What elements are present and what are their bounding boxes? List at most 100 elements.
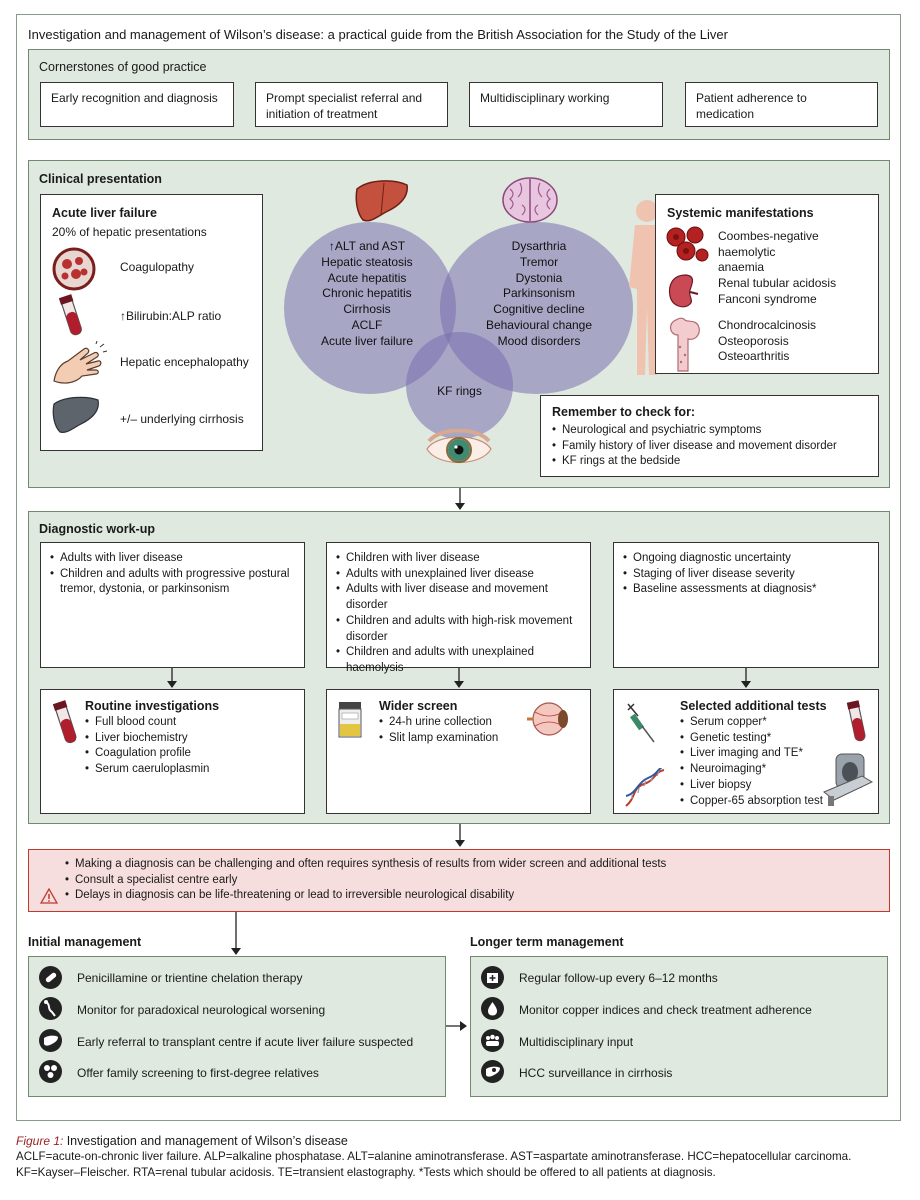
initial-item: Penicillamine or trientine chelation the…	[77, 971, 303, 985]
selected-item: Liver imaging and TE*	[680, 746, 830, 762]
warning-item: Delays in diagnosis can be life-threaten…	[65, 888, 875, 904]
longer-item: Monitor copper indices and check treatme…	[519, 1003, 812, 1017]
neuro-item: Tremor	[519, 254, 559, 269]
wider-heading: Wider screen	[379, 699, 458, 713]
pill-icon	[39, 966, 62, 989]
brain-icon	[502, 177, 558, 223]
nerve-icon	[39, 997, 62, 1020]
alf-heading: Acute liver failure	[52, 206, 157, 220]
liver-icon	[355, 180, 408, 222]
caption-line: KF=Kayser–Fleischer. RTA=renal tubular a…	[16, 1166, 716, 1179]
criteria-item: Children and adults with progressive pos…	[50, 567, 295, 598]
warning-box: Making a diagnosis can be challenging an…	[28, 849, 890, 912]
remember-item: Family history of liver disease and move…	[552, 439, 872, 455]
remember-heading: Remember to check for:	[552, 405, 696, 419]
warning-icon	[40, 888, 58, 904]
longer-management-panel: Regular follow-up every 6–12 months Moni…	[470, 956, 888, 1097]
criteria-item: Staging of liver disease severity	[623, 567, 869, 583]
systemic-line: Fanconi syndrome	[718, 291, 817, 306]
routine-box: Routine investigations Full blood count …	[40, 689, 305, 814]
systemic-line: Coombes-negative haemolytic	[718, 229, 819, 259]
flow-arrow	[167, 668, 177, 688]
cornerstones-panel: Cornerstones of good practice Early reco…	[28, 49, 890, 140]
liver-icon	[39, 1029, 62, 1052]
eye-icon	[426, 429, 492, 464]
bone-joint-icon	[669, 317, 700, 372]
alf-item: +/– underlying cirrhosis	[120, 412, 244, 426]
hand-icon	[53, 341, 108, 384]
dna-icon	[625, 768, 665, 807]
cirrhotic-liver-icon	[52, 396, 99, 433]
acute-liver-failure-box: Acute liver failure 20% of hepatic prese…	[40, 194, 263, 451]
urine-container-icon	[338, 702, 362, 738]
longer-item: HCC surveillance in cirrhosis	[519, 1066, 673, 1080]
alf-item: Coagulopathy	[120, 260, 195, 274]
systemic-line: Osteoarthritis	[718, 349, 790, 363]
drop-icon	[481, 997, 504, 1020]
diagnostic-panel: Diagnostic work-up Adults with liver dis…	[28, 511, 890, 824]
longer-item: Regular follow-up every 6–12 months	[519, 971, 718, 985]
wider-item: Slit lamp examination	[379, 731, 529, 747]
selected-item: Serum copper*	[680, 715, 830, 731]
systemic-item: Coombes-negative haemolytic anaemia	[718, 229, 878, 276]
criteria-box-3: Ongoing diagnostic uncertainty Staging o…	[613, 542, 879, 668]
alf-item: Hepatic encephalopathy	[120, 355, 249, 369]
warning-item: Making a diagnosis can be challenging an…	[65, 857, 875, 873]
neuro-item: Behavioural change	[485, 317, 593, 332]
systemic-item: Chondrocalcinosis Osteoporosis Osteoarth…	[718, 318, 816, 365]
eyeball-icon	[527, 702, 568, 736]
figure-title: Investigation and management of Wilson’s…	[28, 27, 728, 42]
flow-arrow	[455, 488, 465, 510]
neuro-item: Mood disorders	[497, 333, 581, 348]
cornerstones-heading: Cornerstones of good practice	[39, 60, 207, 74]
criteria-item: Children and adults with high-risk movem…	[336, 614, 581, 645]
hepatic-item: Hepatic steatosis	[321, 254, 413, 269]
caption-label: Figure 1:	[16, 1134, 64, 1148]
hepatic-item: Acute liver failure	[320, 333, 414, 348]
selected-item: Liver biopsy	[680, 778, 830, 794]
kf-label: KF rings	[437, 384, 482, 398]
remember-item: Neurological and psychiatric symptoms	[552, 423, 872, 439]
initial-management-panel: Penicillamine or trientine chelation the…	[28, 956, 446, 1097]
alf-subtitle: 20% of hepatic presentations	[52, 225, 207, 239]
alf-item: ↑Bilirubin:ALP ratio	[120, 309, 222, 323]
criteria-item: Adults with liver disease and movement d…	[336, 582, 581, 613]
neuro-list: Dysarthria Tremor Dystonia Parkinsonism …	[474, 239, 604, 350]
hepatic-item: ACLF	[351, 317, 383, 332]
flow-arrow	[446, 1021, 467, 1031]
systemic-line: Renal tubular acidosis	[718, 276, 837, 290]
initial-item: Monitor for paradoxical neurological wor…	[77, 1003, 326, 1017]
kidney-icon	[668, 274, 699, 308]
criteria-item: Adults with liver disease	[50, 551, 295, 567]
selected-list: Serum copper* Genetic testing* Liver ima…	[680, 715, 830, 809]
cornerstone-item: Early recognition and diagnosis	[40, 82, 234, 127]
flow-arrow	[454, 668, 464, 688]
criteria-list: Children with liver disease Adults with …	[336, 551, 581, 677]
hepatic-item: Acute hepatitis	[327, 270, 407, 285]
routine-item: Coagulation profile	[85, 746, 295, 762]
systemic-box: Systemic manifestations Coombes-negative…	[655, 194, 879, 374]
criteria-item: Ongoing diagnostic uncertainty	[623, 551, 869, 567]
blood-cells-icon	[52, 247, 96, 291]
caption-title-line: Figure 1: Investigation and management o…	[16, 1133, 911, 1149]
liver-scan-icon	[481, 1060, 504, 1083]
neuro-item: Dysarthria	[511, 239, 567, 253]
flow-arrow	[741, 668, 751, 688]
blood-tube-icon	[846, 700, 866, 742]
initial-item: Early referral to transplant centre if a…	[77, 1035, 414, 1049]
routine-heading: Routine investigations	[85, 699, 220, 713]
wider-list: 24-h urine collection Slit lamp examinat…	[379, 715, 529, 746]
warning-list: Making a diagnosis can be challenging an…	[65, 857, 875, 904]
blood-tube-icon	[58, 294, 82, 336]
criteria-item: Baseline assessments at diagnosis*	[623, 582, 869, 598]
systemic-item: Renal tubular acidosis Fanconi syndrome	[718, 276, 836, 307]
criteria-item: Adults with unexplained liver disease	[336, 567, 581, 583]
hepatic-item: ↑ALT and AST	[328, 239, 406, 253]
flow-arrow	[455, 824, 465, 847]
selected-item: Neuroimaging*	[680, 762, 830, 778]
selected-tests-box: Selected additional tests Serum copper* …	[613, 689, 879, 814]
selected-item: Copper-65 absorption test	[680, 794, 830, 810]
neuro-item: Dystonia	[515, 270, 563, 285]
cornerstone-item: Prompt specialist referral and initiatio…	[255, 82, 448, 127]
cornerstone-item: Patient adherence to medication	[685, 82, 878, 127]
